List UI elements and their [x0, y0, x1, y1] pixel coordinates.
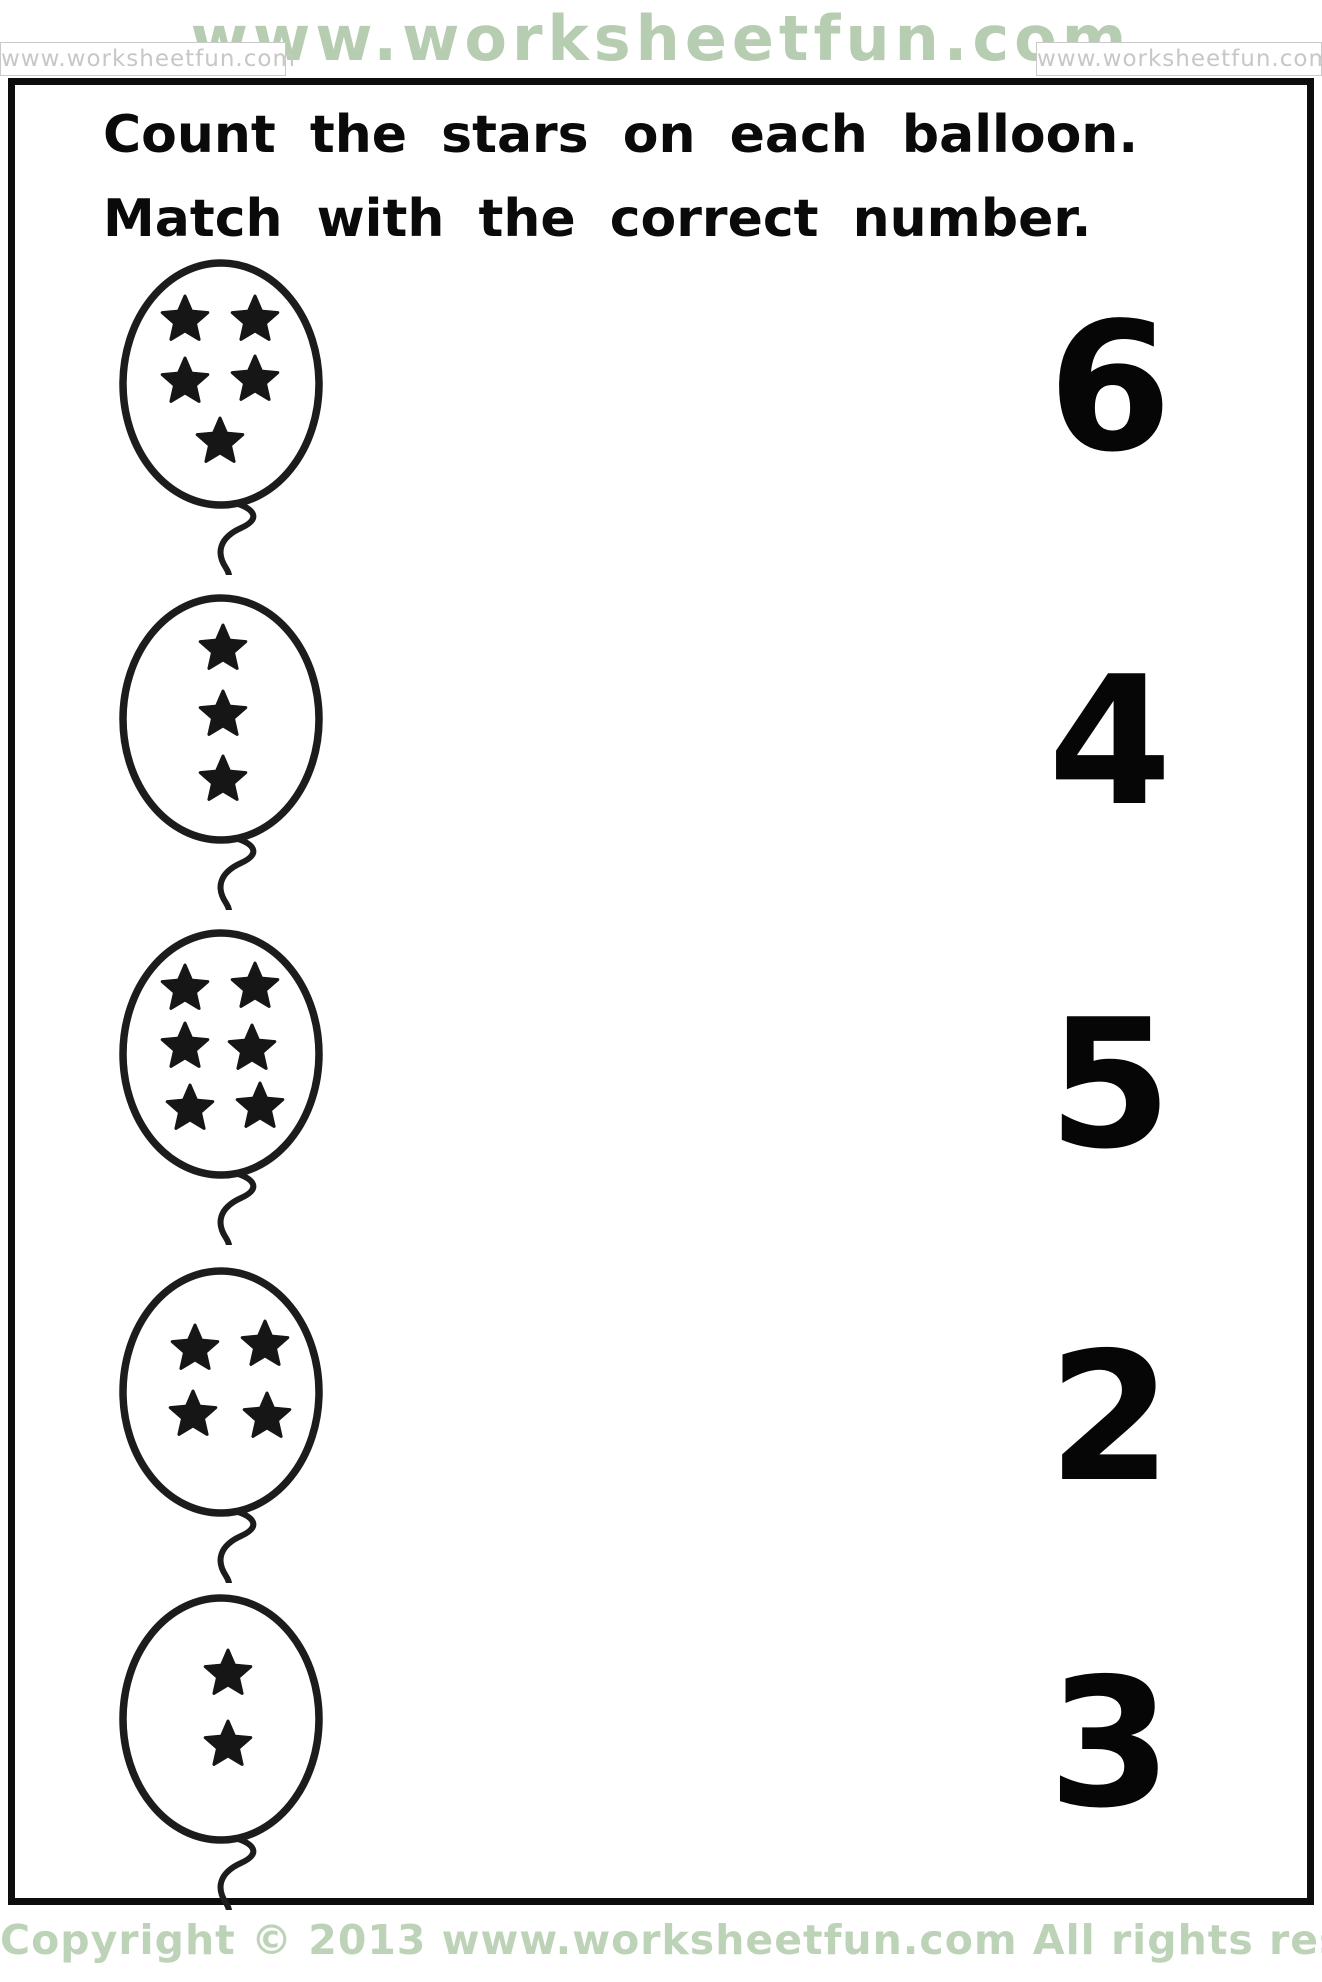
instructions-line-2: Match with the correct number. [103, 189, 1092, 250]
star-icon [203, 1719, 253, 1766]
worksheet-frame: Count the stars on each balloon. Match w… [8, 78, 1314, 1930]
balloon-outline [119, 929, 323, 1179]
star-icon [160, 356, 210, 403]
star-icon [227, 1023, 277, 1070]
star-icon [242, 1391, 292, 1438]
balloon [115, 927, 327, 1265]
balloon-string [203, 1835, 257, 1930]
star-icon [230, 294, 280, 341]
star-icon [170, 1323, 220, 1370]
balloon-string [203, 1508, 257, 1603]
star-icon [203, 1648, 253, 1695]
balloon-graphic [119, 594, 323, 930]
watermark-top-center: www.worksheetfun.com [190, 2, 1132, 75]
balloon-outline [119, 259, 323, 509]
balloon [115, 257, 327, 595]
match-number: 4 [1048, 638, 1172, 845]
balloon-graphic [119, 1267, 323, 1603]
instructions-line-1: Count the stars on each balloon. [103, 105, 1139, 165]
balloon-outline [119, 1267, 323, 1517]
balloon [115, 1592, 327, 1930]
copyright-footer: Copyright © 2013 www.worksheetfun.com Al… [0, 1916, 1322, 1964]
balloon-string [203, 835, 257, 930]
watermark-badge-left: www.worksheetfun.com [0, 42, 295, 76]
match-number: 6 [1048, 284, 1172, 491]
balloon [115, 1265, 327, 1603]
star-icon [198, 623, 248, 670]
star-icon [160, 1021, 210, 1068]
balloon-string [203, 1170, 257, 1265]
star-icon [230, 354, 280, 401]
balloon-graphic [119, 1594, 323, 1930]
star-icon [165, 1083, 215, 1130]
instructions: Count the stars on each balloon. Match w… [103, 93, 1287, 261]
watermark-badge-right: www.worksheetfun.com [1036, 42, 1322, 76]
star-icon [198, 754, 248, 801]
balloon-outline [119, 1594, 323, 1844]
star-icon [195, 416, 245, 463]
match-number: 2 [1048, 1314, 1172, 1521]
top-watermark-band: www.worksheetfun.com www.worksheetfun.co… [0, 0, 1322, 78]
star-icon [198, 689, 248, 736]
match-number: 5 [1048, 981, 1172, 1188]
balloon-graphic [119, 259, 323, 595]
star-icon [160, 294, 210, 341]
star-icon [160, 963, 210, 1010]
balloon-graphic [119, 929, 323, 1265]
balloon [115, 592, 327, 930]
star-icon [230, 961, 280, 1008]
star-icon [168, 1389, 218, 1436]
star-icon [235, 1081, 285, 1128]
match-number: 3 [1048, 1640, 1172, 1847]
star-icon [240, 1319, 290, 1366]
balloon-string [203, 500, 257, 595]
